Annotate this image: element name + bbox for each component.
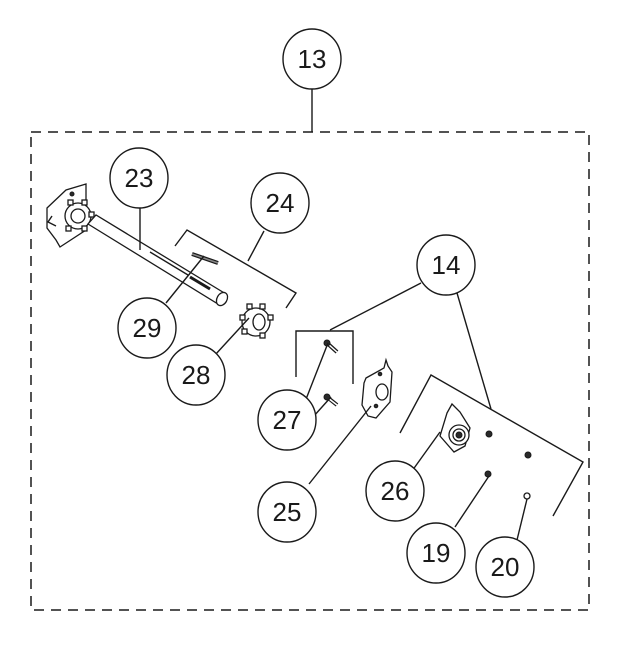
bearing-plate [361,357,393,419]
leader-26 [411,431,441,472]
leader-29 [165,255,205,304]
flange-bearing [439,402,471,453]
callout-14-label: 14 [432,250,461,280]
callout-14[interactable]: 14 [416,234,476,296]
callout-13-label: 13 [298,44,327,74]
washer-20 [523,492,531,500]
leader-24 [247,230,265,262]
callout-13[interactable]: 13 [282,28,342,90]
callout-20-label: 20 [491,552,520,582]
leader-25 [308,405,372,485]
callout-23-label: 23 [125,163,154,193]
callout-29[interactable]: 29 [117,297,177,359]
assembly-frame [30,131,590,611]
bracket-27 [295,330,354,384]
bracket-24 [174,229,297,309]
callout-24-label: 24 [266,188,295,218]
callout-25-label: 25 [273,497,302,527]
callout-28-label: 28 [182,360,211,390]
callout-26[interactable]: 26 [365,460,425,522]
callout-29-label: 29 [133,313,162,343]
nut-top-right [524,451,532,459]
nut-19 [484,470,492,478]
leader-19 [454,475,490,528]
leader-28 [214,317,250,356]
sprocket [239,303,274,339]
shaft-assembly [46,183,229,307]
callout-27-label: 27 [273,405,302,435]
bracket-14 [399,374,584,517]
callout-24[interactable]: 24 [250,172,310,234]
callout-19-label: 19 [422,538,451,568]
key-pin [191,252,219,265]
leader-14a [329,282,422,331]
bracket-sprocket [64,199,95,232]
callout-19[interactable]: 19 [406,522,466,584]
callout-26-label: 26 [381,476,410,506]
leader-14b [456,292,492,410]
callout-28[interactable]: 28 [166,344,226,406]
nut-top-left [485,430,493,438]
callout-25[interactable]: 25 [257,481,317,543]
leader-20 [516,498,528,541]
callout-23[interactable]: 23 [109,147,169,209]
callout-27[interactable]: 27 [257,389,317,451]
callout-20[interactable]: 20 [475,536,535,598]
